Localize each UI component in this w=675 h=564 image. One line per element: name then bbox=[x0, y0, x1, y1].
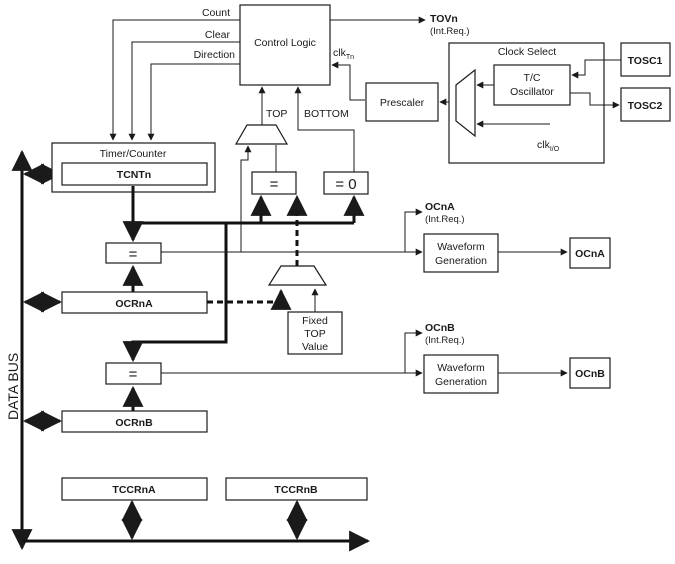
clk-tn-label: clkTn bbox=[333, 47, 354, 61]
tcnt-internal-bus bbox=[122, 186, 365, 363]
ocrna-to-top-mux bbox=[207, 288, 292, 310]
prescaler-label: Prescaler bbox=[380, 97, 425, 109]
ocna-sig-label: OCnA bbox=[425, 201, 455, 213]
clk-io-label: clkI/O bbox=[537, 139, 560, 153]
ocnb-pin bbox=[569, 357, 611, 389]
timer-counter-label: Timer/Counter bbox=[100, 148, 167, 160]
waveform-generation-a bbox=[423, 233, 499, 273]
tosc1-to-osc bbox=[571, 59, 621, 79]
direction-label: Direction bbox=[194, 49, 236, 61]
ocnb-sig-label: OCnB bbox=[425, 322, 455, 334]
tcntn-register bbox=[61, 162, 208, 186]
clear-label: Clear bbox=[205, 29, 231, 41]
ocna-pin-label: OCnA bbox=[575, 248, 605, 260]
tovn-int-label: (Int.Req.) bbox=[430, 26, 470, 37]
ocna-pin bbox=[569, 237, 611, 269]
ocrnb-register bbox=[61, 410, 208, 433]
fixed-top-label-3: Value bbox=[302, 341, 328, 353]
waveform-generation-b bbox=[423, 354, 499, 394]
ocnb-pin-label: OCnB bbox=[575, 368, 605, 380]
clock-select-label: Clock Select bbox=[498, 46, 556, 58]
tccrna-register bbox=[61, 477, 208, 501]
tcntn-label: TCNTn bbox=[117, 169, 151, 181]
eq-a-to-top-mux bbox=[240, 145, 252, 252]
eq-top-label: = bbox=[270, 176, 279, 193]
control-logic-block bbox=[239, 4, 331, 86]
bottom-line bbox=[294, 86, 355, 172]
tccrnb-register bbox=[225, 477, 368, 501]
osc-to-tosc2 bbox=[570, 92, 620, 109]
count-label: Count bbox=[202, 7, 230, 19]
waveform-a-label-1: Waveform bbox=[437, 241, 485, 253]
tc-osc-label-2: Oscillator bbox=[510, 86, 554, 98]
top-mux bbox=[234, 124, 289, 145]
eq-top-comparator bbox=[251, 171, 297, 195]
eq-zero-comparator bbox=[323, 171, 369, 195]
tccrnb-label: TCCRnB bbox=[274, 484, 318, 496]
clk-tn-line bbox=[331, 61, 365, 101]
fixed-top-label-1: Fixed bbox=[302, 315, 328, 327]
prescaler-block bbox=[365, 82, 439, 122]
waveform-a-label-2: Generation bbox=[435, 255, 487, 267]
control-logic-label: Control Logic bbox=[254, 37, 316, 49]
fixed-top-mux bbox=[267, 265, 328, 286]
eq-zero-label: = 0 bbox=[335, 176, 356, 193]
tosc2-label: TOSC2 bbox=[628, 100, 663, 112]
bottom-label: BOTTOM bbox=[304, 108, 349, 120]
control-signals bbox=[109, 19, 240, 141]
tosc1-label: TOSC1 bbox=[628, 55, 663, 67]
eq-a-comparator bbox=[105, 242, 162, 264]
waveform-b-label-1: Waveform bbox=[437, 362, 485, 374]
ocna-int-label: (Int.Req.) bbox=[425, 214, 465, 225]
ocnb-int-line bbox=[404, 329, 423, 373]
data-bus: DATA BUS bbox=[5, 149, 371, 552]
ocrnb-label: OCRnB bbox=[115, 417, 153, 429]
data-bus-label: DATA BUS bbox=[5, 353, 21, 420]
eq-a-label: = bbox=[129, 246, 138, 263]
fixed-top-value bbox=[287, 311, 343, 355]
waveform-b-label-2: Generation bbox=[435, 376, 487, 388]
tc-oscillator-block bbox=[493, 64, 571, 106]
tccrna-label: TCCRnA bbox=[112, 484, 156, 496]
ocrna-label: OCRnA bbox=[115, 298, 153, 310]
tovn-label: TOVn bbox=[430, 13, 458, 25]
ocnb-int-label: (Int.Req.) bbox=[425, 335, 465, 346]
fixed-top-label-2: TOP bbox=[304, 328, 325, 340]
top-label: TOP bbox=[266, 108, 287, 120]
tc-osc-label-1: T/C bbox=[524, 72, 541, 84]
ocna-int-line bbox=[404, 208, 423, 252]
tosc2-pin bbox=[620, 87, 671, 122]
clock-select-mux bbox=[455, 68, 476, 138]
eq-b-label: = bbox=[129, 366, 138, 383]
